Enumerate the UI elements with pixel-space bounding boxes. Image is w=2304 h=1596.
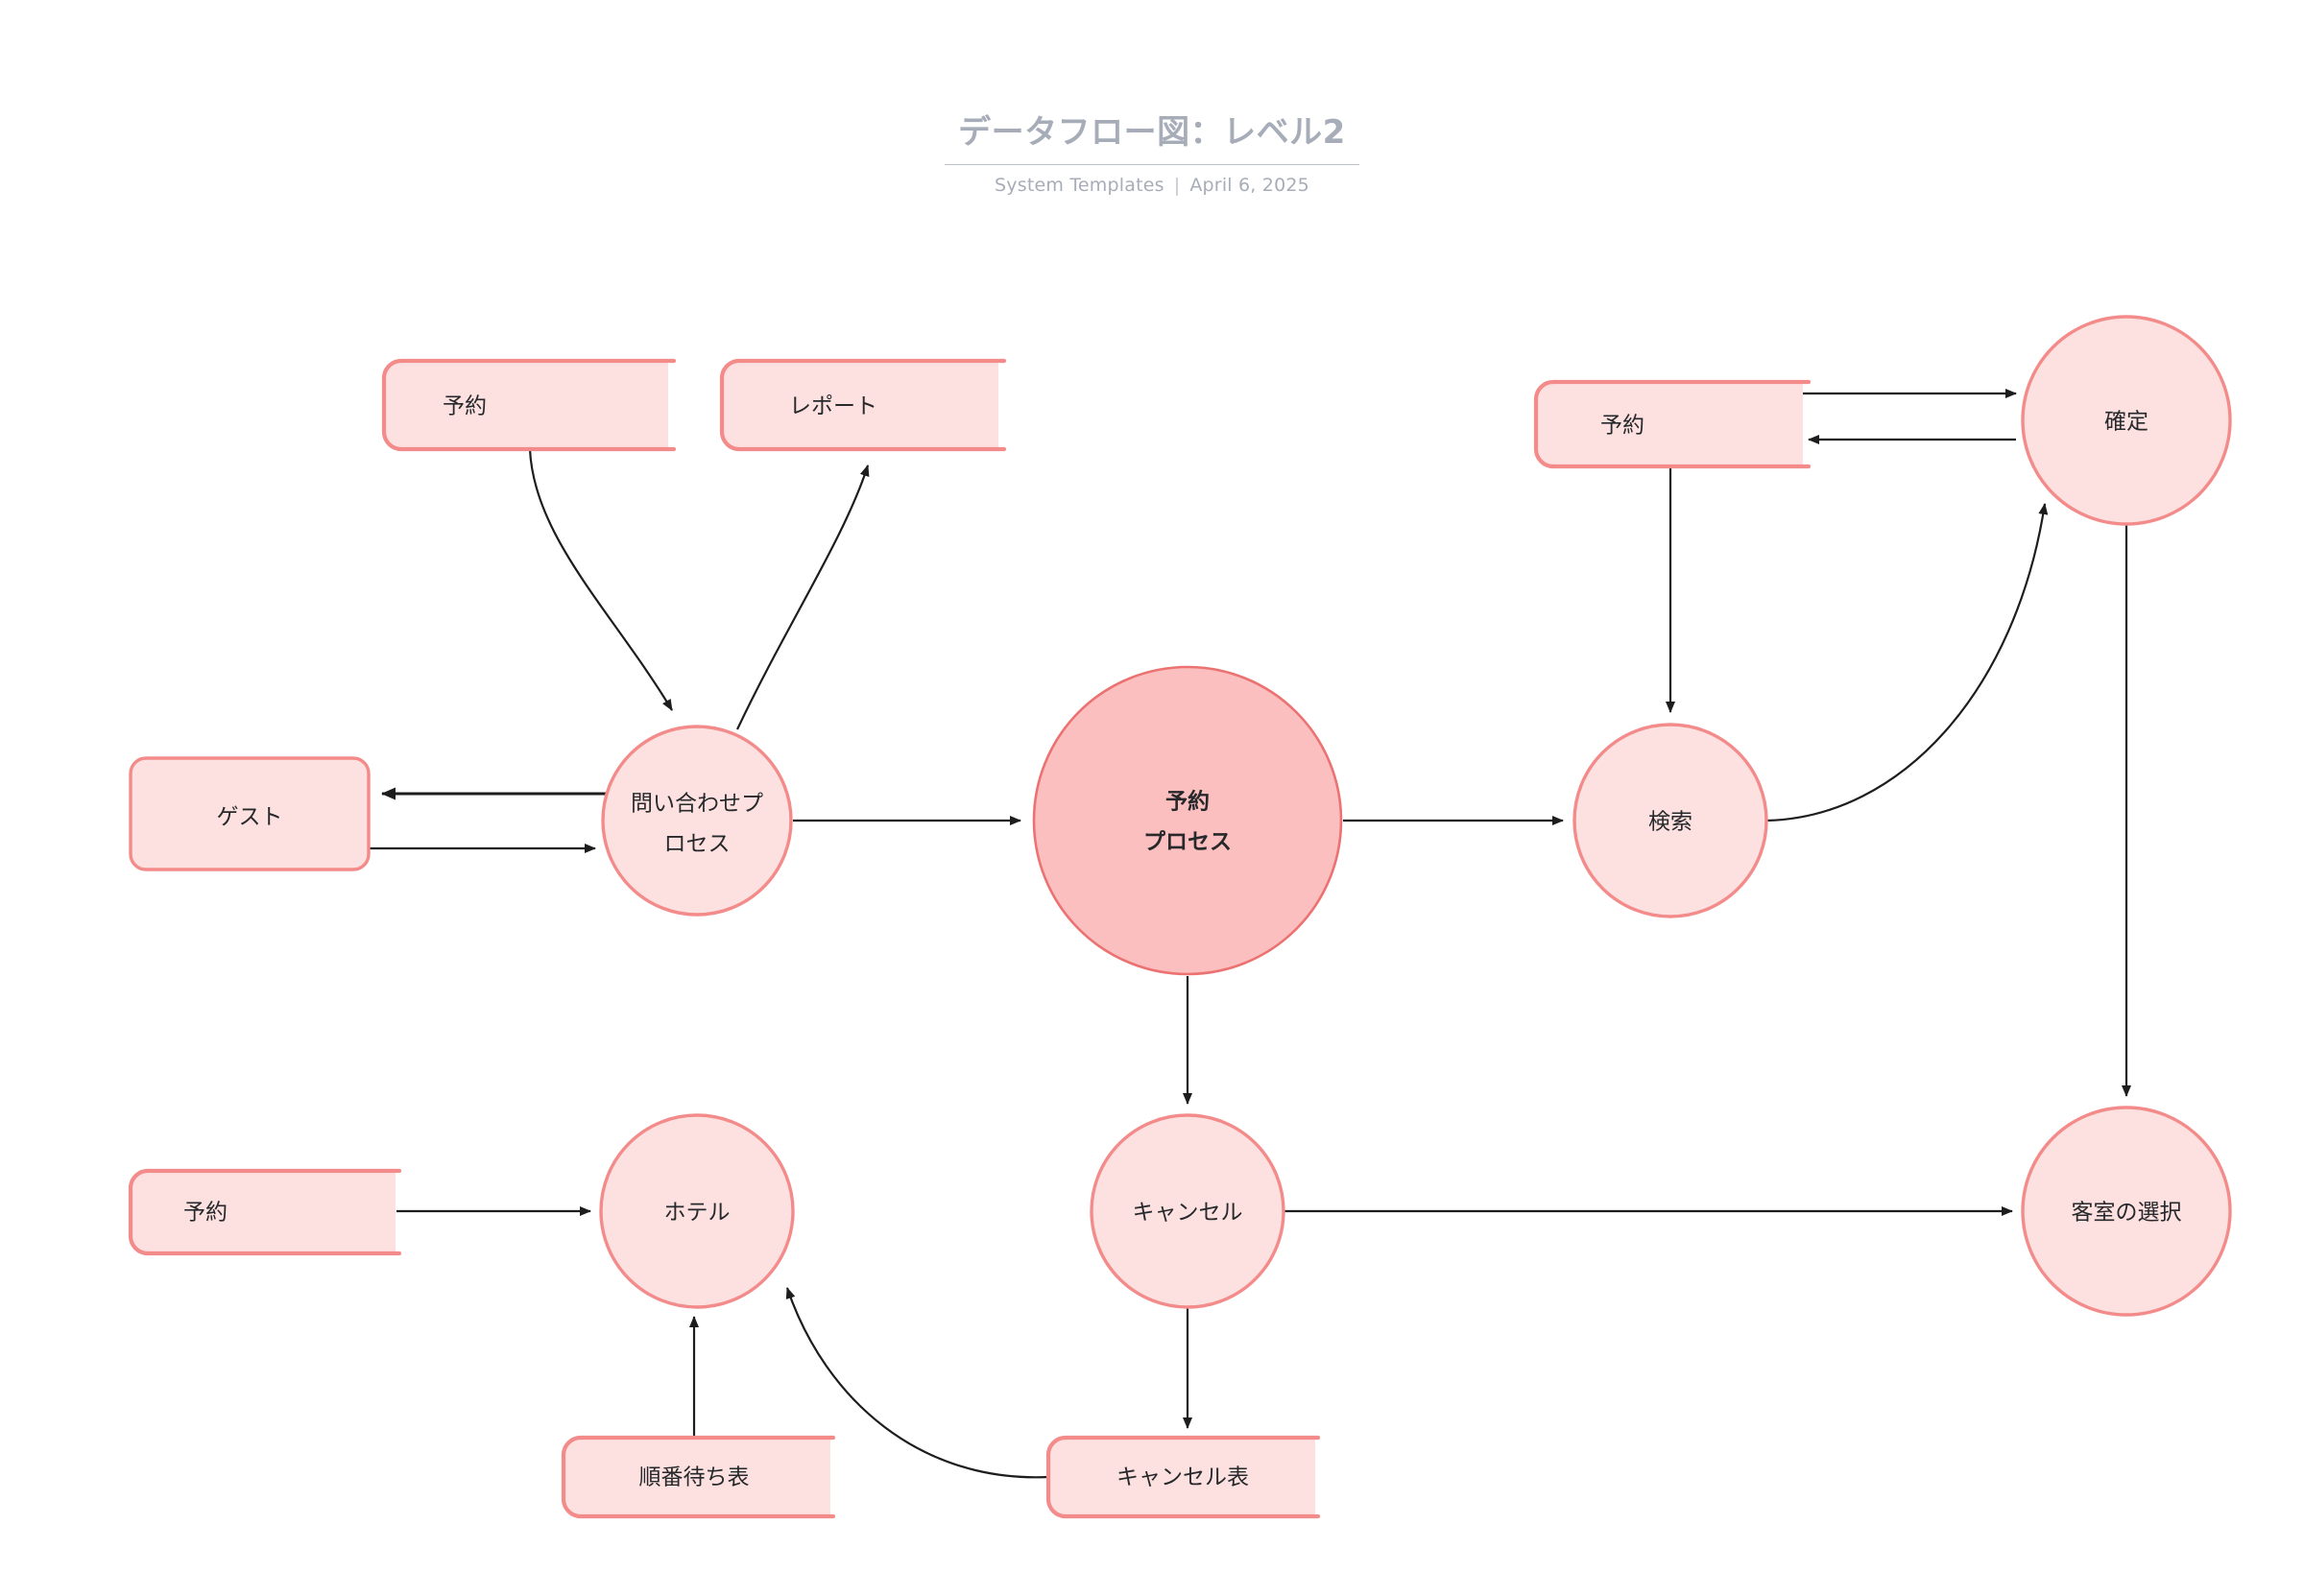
entity-label: ゲスト — [217, 805, 283, 830]
process-hotel[interactable]: ホテル — [599, 1113, 795, 1309]
process-label: 客室の選択 — [2072, 1201, 2182, 1226]
edge-layer — [369, 389, 2131, 1479]
datastore-shape — [1536, 382, 1803, 466]
process-label-line-1: 問い合わせプ — [631, 792, 763, 817]
datastore-edge-left — [719, 358, 742, 452]
process-shape — [1090, 1113, 1285, 1309]
datastore-cancel-table[interactable]: キャンセル表 — [1045, 1435, 1321, 1519]
process-shape — [601, 725, 793, 917]
datastore-shape — [131, 1171, 396, 1253]
datastore-label: レポート — [789, 394, 877, 419]
entity-shape — [129, 756, 371, 871]
process-room-select[interactable]: 客室の選択 — [2021, 1106, 2232, 1317]
process-label: ホテル — [664, 1201, 731, 1226]
process-label: 検索 — [1648, 810, 1692, 835]
process-label-line-1: 予約 — [1165, 789, 1210, 815]
edge-search-to-confirm — [1765, 503, 2049, 822]
datastore-edge-left — [1045, 1435, 1068, 1519]
datastore-label: 予約 — [443, 394, 487, 419]
datastore-report[interactable]: レポート — [719, 358, 1007, 452]
datastore-edge-left — [1533, 379, 1556, 469]
process-shape — [1572, 723, 1768, 918]
datastore-label: 予約 — [183, 1201, 228, 1226]
datastore-reservation-right[interactable]: 予約 — [1533, 379, 1812, 469]
process-confirm[interactable]: 確定 — [2021, 315, 2232, 526]
datastore-shape — [1048, 1438, 1315, 1516]
edge-cancel-table-to-hotel — [785, 1287, 1049, 1479]
process-shape — [1032, 665, 1343, 976]
datastore-shape — [722, 361, 998, 449]
datastore-edge-left — [381, 358, 404, 452]
process-cancel[interactable]: キャンセル — [1090, 1113, 1285, 1309]
process-reservation[interactable]: 予約 プロセス — [1032, 665, 1343, 976]
subtitle-date: April 6, 2025 — [1189, 174, 1309, 196]
process-shape — [2021, 1106, 2232, 1317]
page-title: データフロー図：レベル2 — [945, 113, 1359, 165]
datastore-label: 予約 — [1600, 414, 1644, 439]
datastore-waitlist[interactable]: 順番待ち表 — [561, 1435, 836, 1519]
process-label: キャンセル — [1133, 1201, 1243, 1226]
process-shape — [599, 1113, 795, 1309]
datastore-shape — [564, 1438, 830, 1516]
subtitle-separator: | — [1173, 174, 1181, 196]
process-label: 確定 — [2104, 410, 2148, 435]
page-subtitle: System Templates | April 6, 2025 — [0, 175, 2304, 196]
subtitle-source: System Templates — [995, 174, 1164, 196]
datastore-edge-left — [561, 1435, 584, 1519]
datastore-edge-left — [128, 1168, 151, 1256]
datastore-label: 順番待ち表 — [639, 1465, 750, 1490]
datastore-reservation-top[interactable]: 予約 — [381, 358, 677, 452]
edge-reservation-top-to-inquiry — [528, 448, 673, 711]
process-label-line-2: ロセス — [664, 832, 731, 857]
datastore-shape — [384, 361, 668, 449]
datastore-reservation-bottom[interactable]: 予約 — [128, 1168, 402, 1256]
datastore-label: キャンセル表 — [1116, 1465, 1249, 1490]
process-shape — [2021, 315, 2232, 526]
edge-inquiry-to-report — [736, 465, 870, 730]
process-inquiry[interactable]: 問い合わせプ ロセス — [601, 725, 793, 917]
entity-guest[interactable]: ゲスト — [129, 756, 371, 871]
document-header: データフロー図：レベル2 System Templates | April 6, 2… — [0, 113, 2304, 196]
process-search[interactable]: 検索 — [1572, 723, 1768, 918]
process-label-line-2: プロセス — [1143, 830, 1232, 855]
